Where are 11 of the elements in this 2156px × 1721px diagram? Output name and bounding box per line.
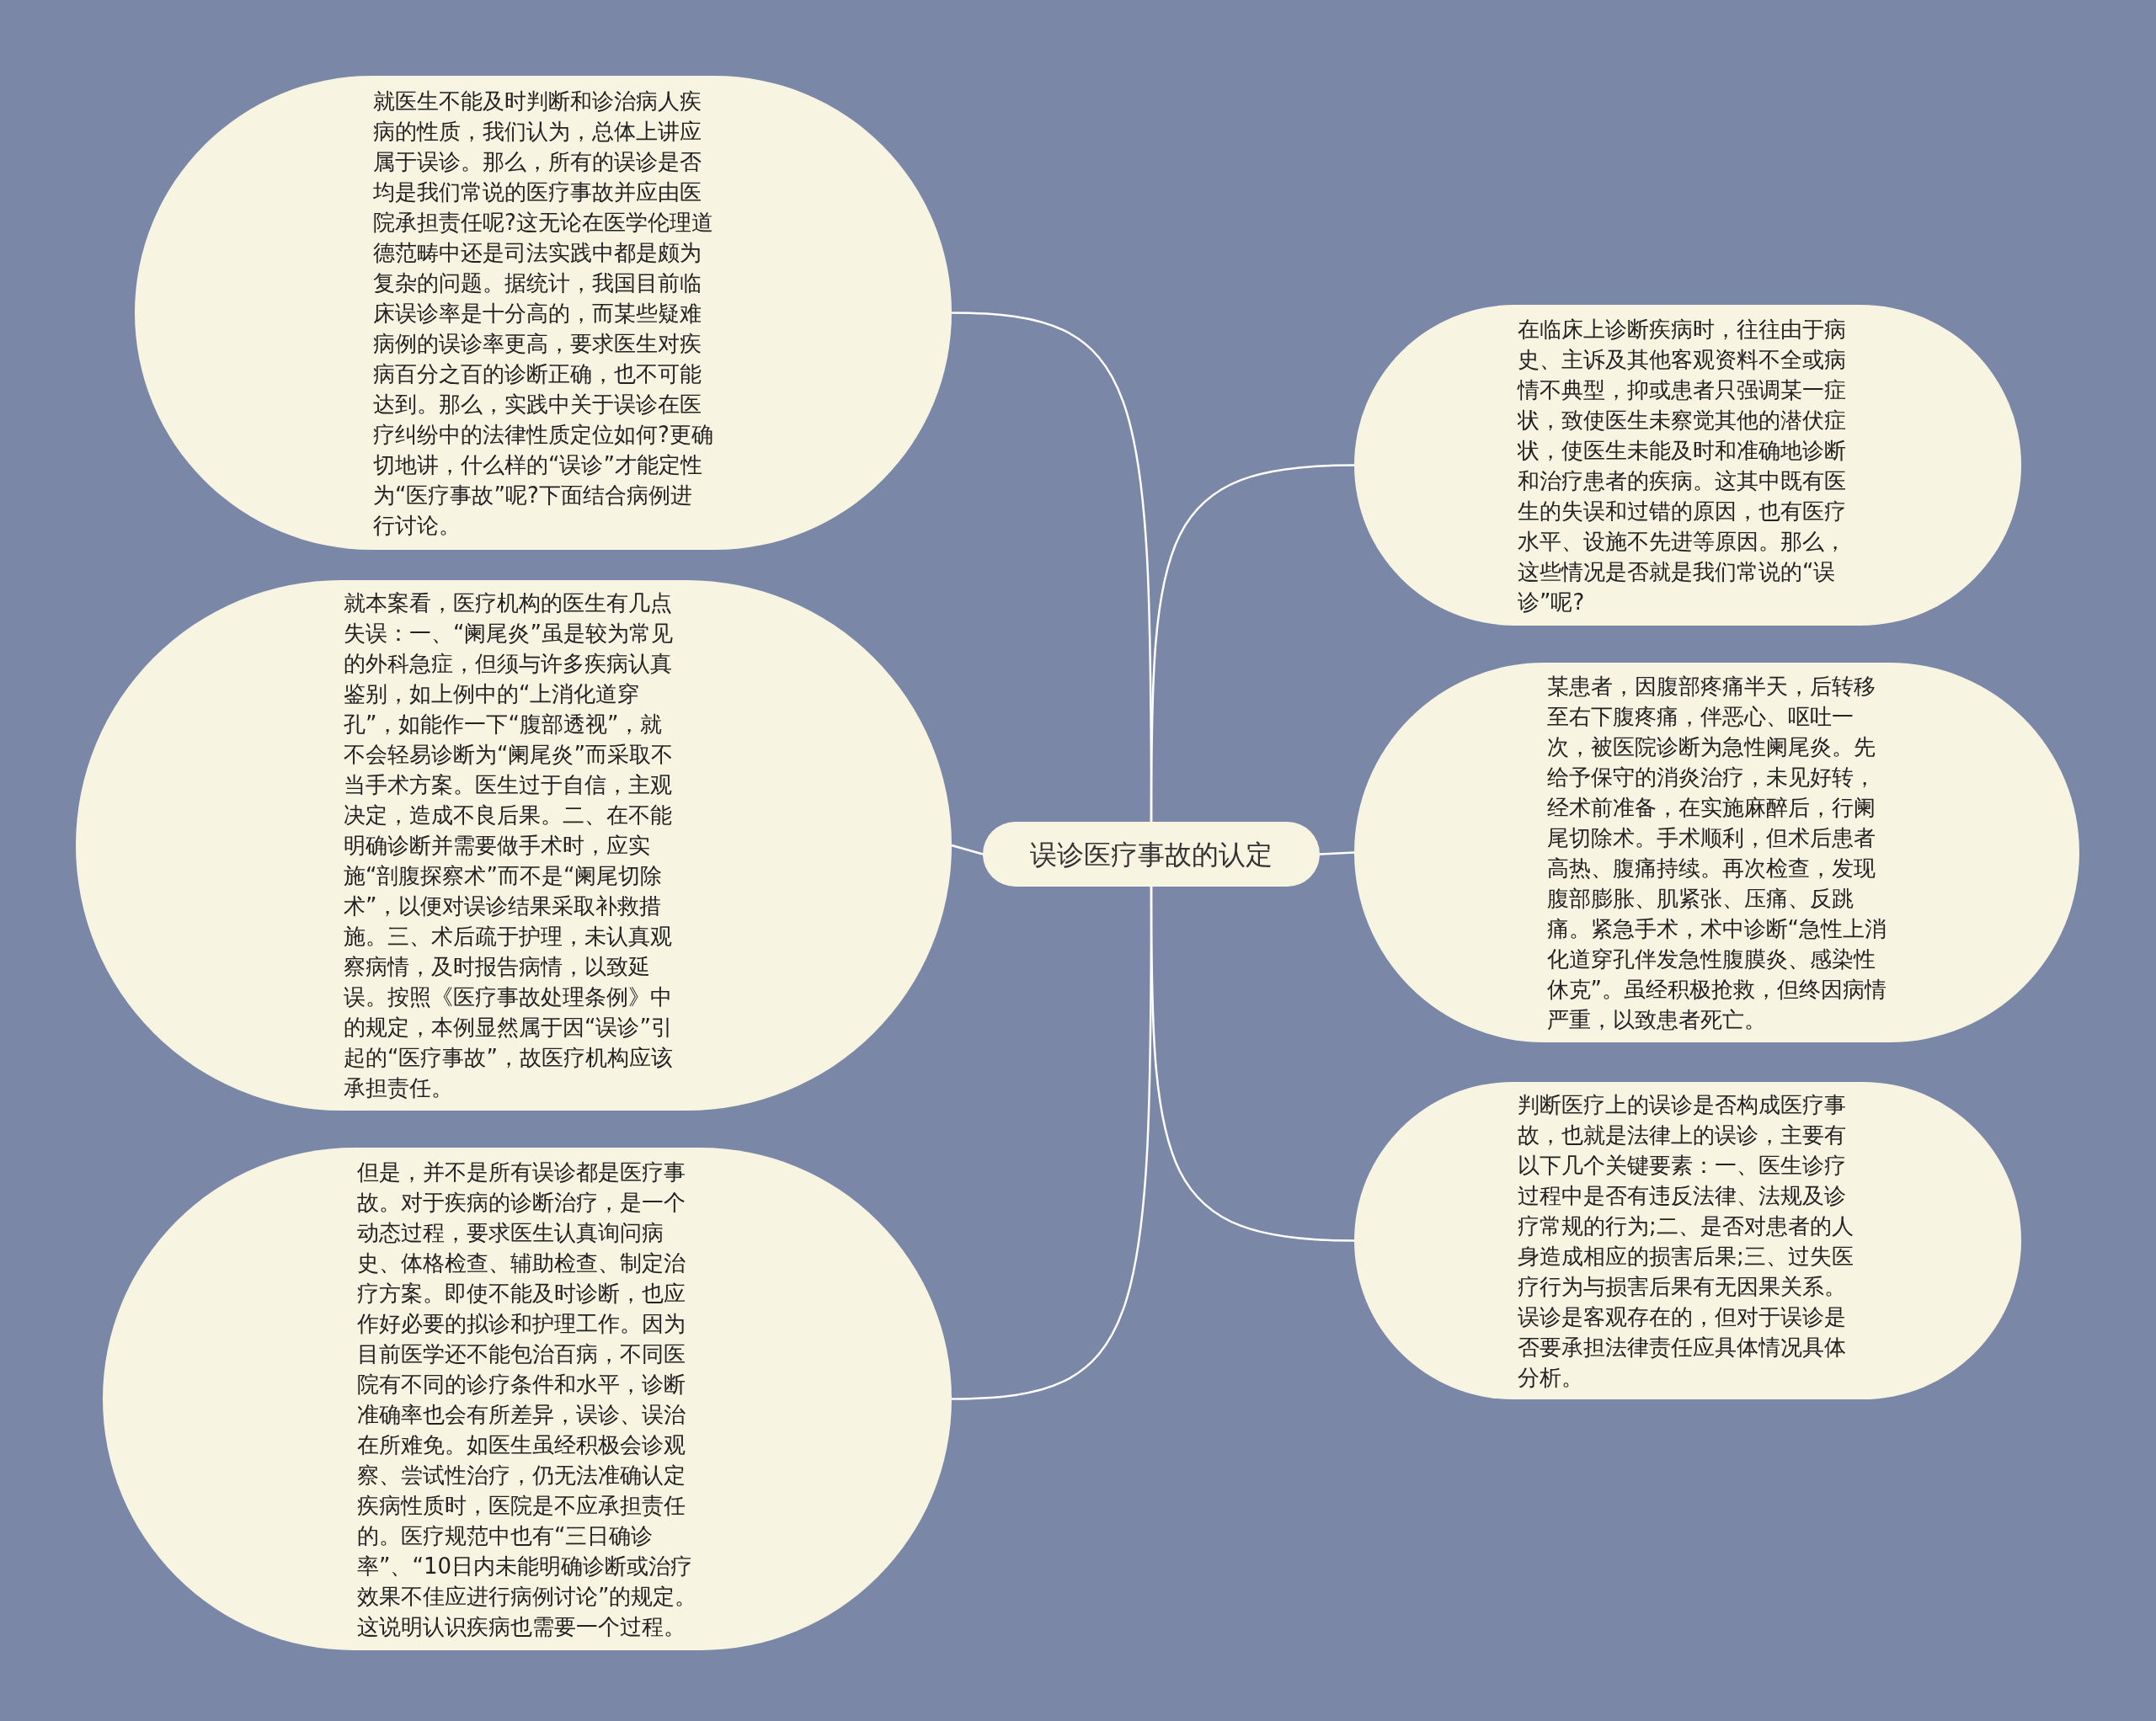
bubble-text: 某患者，因腹部疼痛半天，后转移至右下腹疼痛，伴恶心、呕吐一次，被医院诊断为急性阑尾炎。先给予保守的消炎治疗，未见好转，经术前准备，在实施麻醉后，行阑尾切除术。手术顺利，但术后患者高热、腹痛持续。再次检查，发现腹部膨胀、肌紧张、压痛、反跳痛。紧急手术，术中诊断“急性上消化道穿孔伴发急性腹膜炎、感染性休克”。虽经积极抢救，但终因病情严重，以致患者死亡。 xyxy=(1546,672,1887,1034)
connector-line xyxy=(951,844,984,855)
connector-line xyxy=(1150,887,1355,1242)
bubble-text: 就本案看，医疗机构的医生有几点失误：一、“阑尾炎”虽是较为常见的外科急症，但须与许多疾病认真鉴别，如上例中的“上消化道穿孔”，如能作一下“腹部透视”，就不会轻易诊断为“阑尾炎”而采取不当手术方案。医生过于自信，主观决定，造成不良后果。二、在不能明确诊断并需要做手术时，应实施“剖腹探察术”而不是“阑尾切除术”，以便对误诊结果采取补救措施。三、术后疏于护理，未认真观察病情，及时报告病情，以致延误。按照《医疗事故处理条例》中的规定，本例显然属于因“误诊”引起的“医疗事故”，故医疗机构应该承担责任。 xyxy=(344,589,674,1102)
bubble-text: 在临床上诊断疾病时，往往由于病史、主诉及其他客观资料不全或病情不典型，抑或患者只强调某一症状，致使医生未察觉其他的潜伏症状，使医生未能及时和准确地诊断和治疗患者的疾病。这其中既有医生的失误和过错的原因，也有医疗水平、设施不先进等原因。那么，这些情况是否就是我们常说的“误诊”呢? xyxy=(1518,315,1847,616)
bubble-text: 就医生不能及时判断和诊治病人疾病的性质，我们认为，总体上讲应属于误诊。那么，所有的误诊是否均是我们常说的医疗事故并应由医院承担责任呢?这无论在医学伦理道德范畴中还是司法实践中都是颇为复杂的问题。据统计，我国目前临床误诊率是十分高的，而某些疑难病例的误诊率更高，要求医生对疾病百分之百的诊断正确，也不可能达到。那么，实践中关于误诊在医疗纠纷中的法律性质定位如何?更确切地讲，什么样的“误诊”才能定性为“医疗事故”呢?下面结合病例进行讨论。 xyxy=(373,87,713,540)
connector-line xyxy=(1319,851,1355,855)
topic-title: 误诊医疗事故的认定 xyxy=(1030,837,1273,871)
connector-line xyxy=(1150,464,1355,822)
bubble-text: 判断医疗上的误诊是否构成医疗事故，也就是法律上的误诊，主要有以下几个关键要素：一、医生诊疗过程中是否有违反法律、法规及诊疗常规的行为;二、是否对患者的人身造成相应的损害后果;三、过失医疗行为与损害后果有无因果关系。误诊是客观存在的，但对于误诊是否要承担法律责任应具体情况具体分析。 xyxy=(1518,1090,1854,1392)
bubble-text: 但是，并不是所有误诊都是医疗事故。对于疾病的诊断治疗，是一个动态过程，要求医生认真询问病史、体格检查、辅助检查、制定治疗方案。即使不能及时诊断，也应作好必要的拟诊和护理工作。因为目前医学还不能包治百病，不同医院有不同的诊疗条件和水平，诊断准确率也会有所差异，误诊、误治在所难免。如医生虽经积极会诊观察、尝试性治疗，仍无法准确认定疾病性质时，医院是不应承担责任的。医疗规范中也有“三日确诊率”、“10日内未能明确诊断或治疗效果不佳应进行病例讨论”的规定。这说明认识疾病也需要一个过程。 xyxy=(357,1158,697,1641)
